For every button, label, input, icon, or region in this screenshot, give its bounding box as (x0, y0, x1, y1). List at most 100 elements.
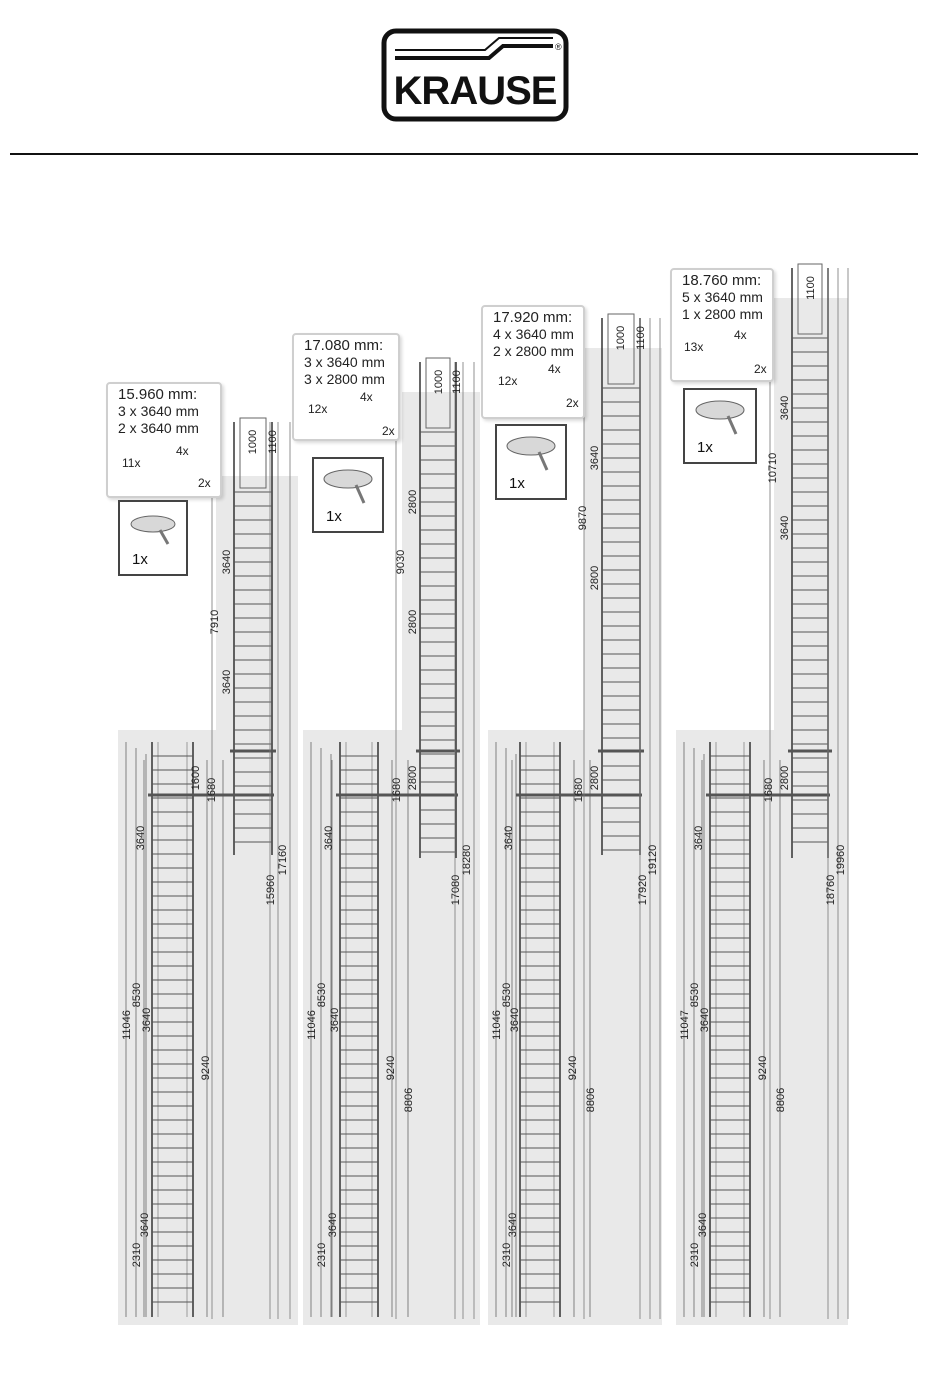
ladder-2-top-dim-label: 1100 (451, 370, 463, 394)
header-rule (10, 153, 918, 155)
ladder-3-shade-lower (488, 730, 662, 1325)
platform-icon (695, 400, 745, 435)
ladder-4-rails-count: 2x (754, 362, 767, 376)
ladder-2-upper-dim-label: 2800 (407, 766, 419, 790)
ladder-4-shade-lower (676, 730, 848, 1325)
ladder-1-clamps-count: 4x (176, 444, 189, 458)
ladder-3-top-dim-label: 1100 (635, 326, 647, 350)
ladder-3-shade-top (584, 348, 662, 730)
ladder-1-shade-lower (118, 730, 298, 1325)
ladder-3-platform-count: 1x (509, 475, 525, 492)
ladder-2-lower-dim-label: 2310 (316, 1243, 328, 1267)
ladder-1-top-dim-label: 1100 (267, 430, 279, 454)
ladder-2-upper-dim-label: 9030 (395, 550, 407, 574)
ladder-2-brackets-count: 12x (308, 402, 328, 416)
ladder-3-lower-dim-label: 9240 (567, 1056, 579, 1080)
ladder-3-lower-dim-label: 3640 (503, 826, 515, 850)
ladder-2-lower-dim-label: 3640 (327, 1213, 339, 1237)
ladder-1-lower-dim-label: 3640 (141, 1008, 153, 1032)
ladder-1-part-1: 3 x 3640 mm (118, 403, 199, 419)
ladder-2-lower-dim-label: 3640 (329, 1008, 341, 1032)
ladder-4-upper-dim-label: 10710 (767, 453, 779, 484)
ladder-4-brackets-count: 13x (684, 340, 704, 354)
ladder-4-exit-rail (797, 263, 823, 335)
ladder-2-shade-upper (402, 730, 480, 732)
ladder-1-info-box: 15.960 mm: 3 x 3640 mm 2 x 3640 mm (106, 382, 222, 498)
ladder-3-upper-dim-label: 2800 (589, 766, 601, 790)
ladder-4-clamps-count: 4x (734, 328, 747, 342)
ladder-2-lower-dim-label: 8806 (403, 1088, 415, 1112)
ladder-1-lower-dim-label: 11046 (121, 1010, 133, 1040)
ladder-3-exit-rail (607, 313, 635, 385)
ladder-4-lower-dim-label: 8530 (689, 983, 701, 1007)
ladder-1-lower-dim-label: 1680 (206, 778, 218, 802)
ladder-4-lower-dim-label: 9240 (757, 1056, 769, 1080)
ladder-2-lower-dim-label: 1680 (391, 778, 403, 802)
ladder-2-lower-dim-label: 9240 (385, 1056, 397, 1080)
ladder-1-lower-dim-label: 3640 (139, 1213, 151, 1237)
ladder-1-upper-dim-label: 3640 (221, 550, 233, 574)
ladder-2-shade-top (402, 392, 480, 730)
platform-icon (323, 469, 373, 504)
ladder-4-lower-dim-label: 1680 (763, 778, 775, 802)
ladder-2-total: 17.080 mm: (304, 337, 384, 354)
ladder-2-lower-dim-label: 3640 (323, 826, 335, 850)
ladder-3-overall-dim-label: 19120 (647, 845, 659, 876)
ladder-3-lower-dim-label: 8806 (585, 1088, 597, 1112)
ladder-3-upper-dim-label: 3640 (589, 446, 601, 470)
ladder-2-lower-dim-label: 8530 (316, 983, 328, 1007)
brand-name: KRAUSE (394, 69, 557, 113)
ladder-3-rails-count: 2x (566, 396, 579, 410)
ladder-2-upper-dim-label: 2800 (407, 610, 419, 634)
ladder-3-lower-dim-label: 3640 (509, 1008, 521, 1032)
ladder-3-lower-dim-label: 2310 (501, 1243, 513, 1267)
ladder-1-lower-dim-label: 3640 (135, 826, 147, 850)
ladder-1-platform-count: 1x (132, 551, 148, 568)
ladder-1-overall-dim-label: 17160 (277, 845, 289, 876)
ladder-4-lower-dim-label: 11047 (679, 1010, 691, 1040)
ladder-3-lower-dim-label: 3640 (507, 1213, 519, 1237)
ladder-1-part-2: 2 x 3640 mm (118, 420, 199, 436)
ladder-3-upper-dim-label: 9870 (577, 506, 589, 530)
ladder-2-platform-box: 1x (312, 457, 384, 533)
ladder-3-brackets-count: 12x (498, 374, 518, 388)
ladder-4-upper-dim-label: 2800 (779, 766, 791, 790)
ladder-4-part-2: 1 x 2800 mm (682, 306, 763, 322)
ladder-4-upper-dim-label: 3640 (779, 516, 791, 540)
ladder-3-lower-dim-label: 8530 (501, 983, 513, 1007)
ladder-2-part-2: 3 x 2800 mm (304, 371, 385, 387)
ladder-2-shade-lower (303, 730, 480, 1325)
ladder-4-shade-upper (774, 730, 848, 732)
platform-icon (130, 515, 176, 545)
ladder-4-overall-dim-label: 18760 (825, 875, 837, 906)
ladder-1-rails-count: 2x (198, 476, 211, 490)
ladder-4-upper-dim-label: 3640 (779, 396, 791, 420)
ladder-1-lower-dim-label: 2310 (131, 1243, 143, 1267)
ladder-3-lower-dim-label: 1680 (573, 778, 585, 802)
ladder-4-part-1: 5 x 3640 mm (682, 289, 763, 305)
ladder-4-lower-dim-label: 3640 (693, 826, 705, 850)
ladder-1-upper-dim-label: 3640 (221, 670, 233, 694)
ladder-4-lower-dim-label: 8806 (775, 1088, 787, 1112)
ladder-3-overall-dim-label: 17920 (637, 875, 649, 906)
ladder-2-upper-dim-label: 2800 (407, 490, 419, 514)
ladder-1-lower-dim-label: 9240 (200, 1056, 212, 1080)
ladder-2-top-dim-label: 1000 (433, 370, 445, 394)
ladder-4-lower-dim-label: 3640 (697, 1213, 709, 1237)
ladder-1-total: 15.960 mm: (118, 386, 198, 403)
ladder-2-info-box: 17.080 mm: 3 x 3640 mm 3 x 2800 mm (292, 333, 400, 441)
ladder-4-lower-dim-label: 2310 (689, 1243, 701, 1267)
ladder-1-brackets-count: 11x (122, 456, 141, 470)
ladder-2-overall-dim-label: 17080 (450, 875, 462, 906)
ladder-4-platform-box: 1x (683, 388, 757, 464)
ladder-3-platform-box: 1x (495, 424, 567, 500)
ladder-2-rails-count: 2x (382, 424, 395, 438)
registered-mark: ® (555, 42, 562, 52)
ladder-3-lower-dim-label: 11046 (491, 1010, 503, 1040)
ladder-4-shade-top (774, 298, 848, 730)
ladder-1-lower-dim-label: 1600 (190, 766, 202, 790)
ladder-1-upper-dim-label: 7910 (209, 610, 221, 634)
ladder-2-exit-rail (425, 357, 451, 429)
ladder-2-part-1: 3 x 3640 mm (304, 354, 385, 370)
